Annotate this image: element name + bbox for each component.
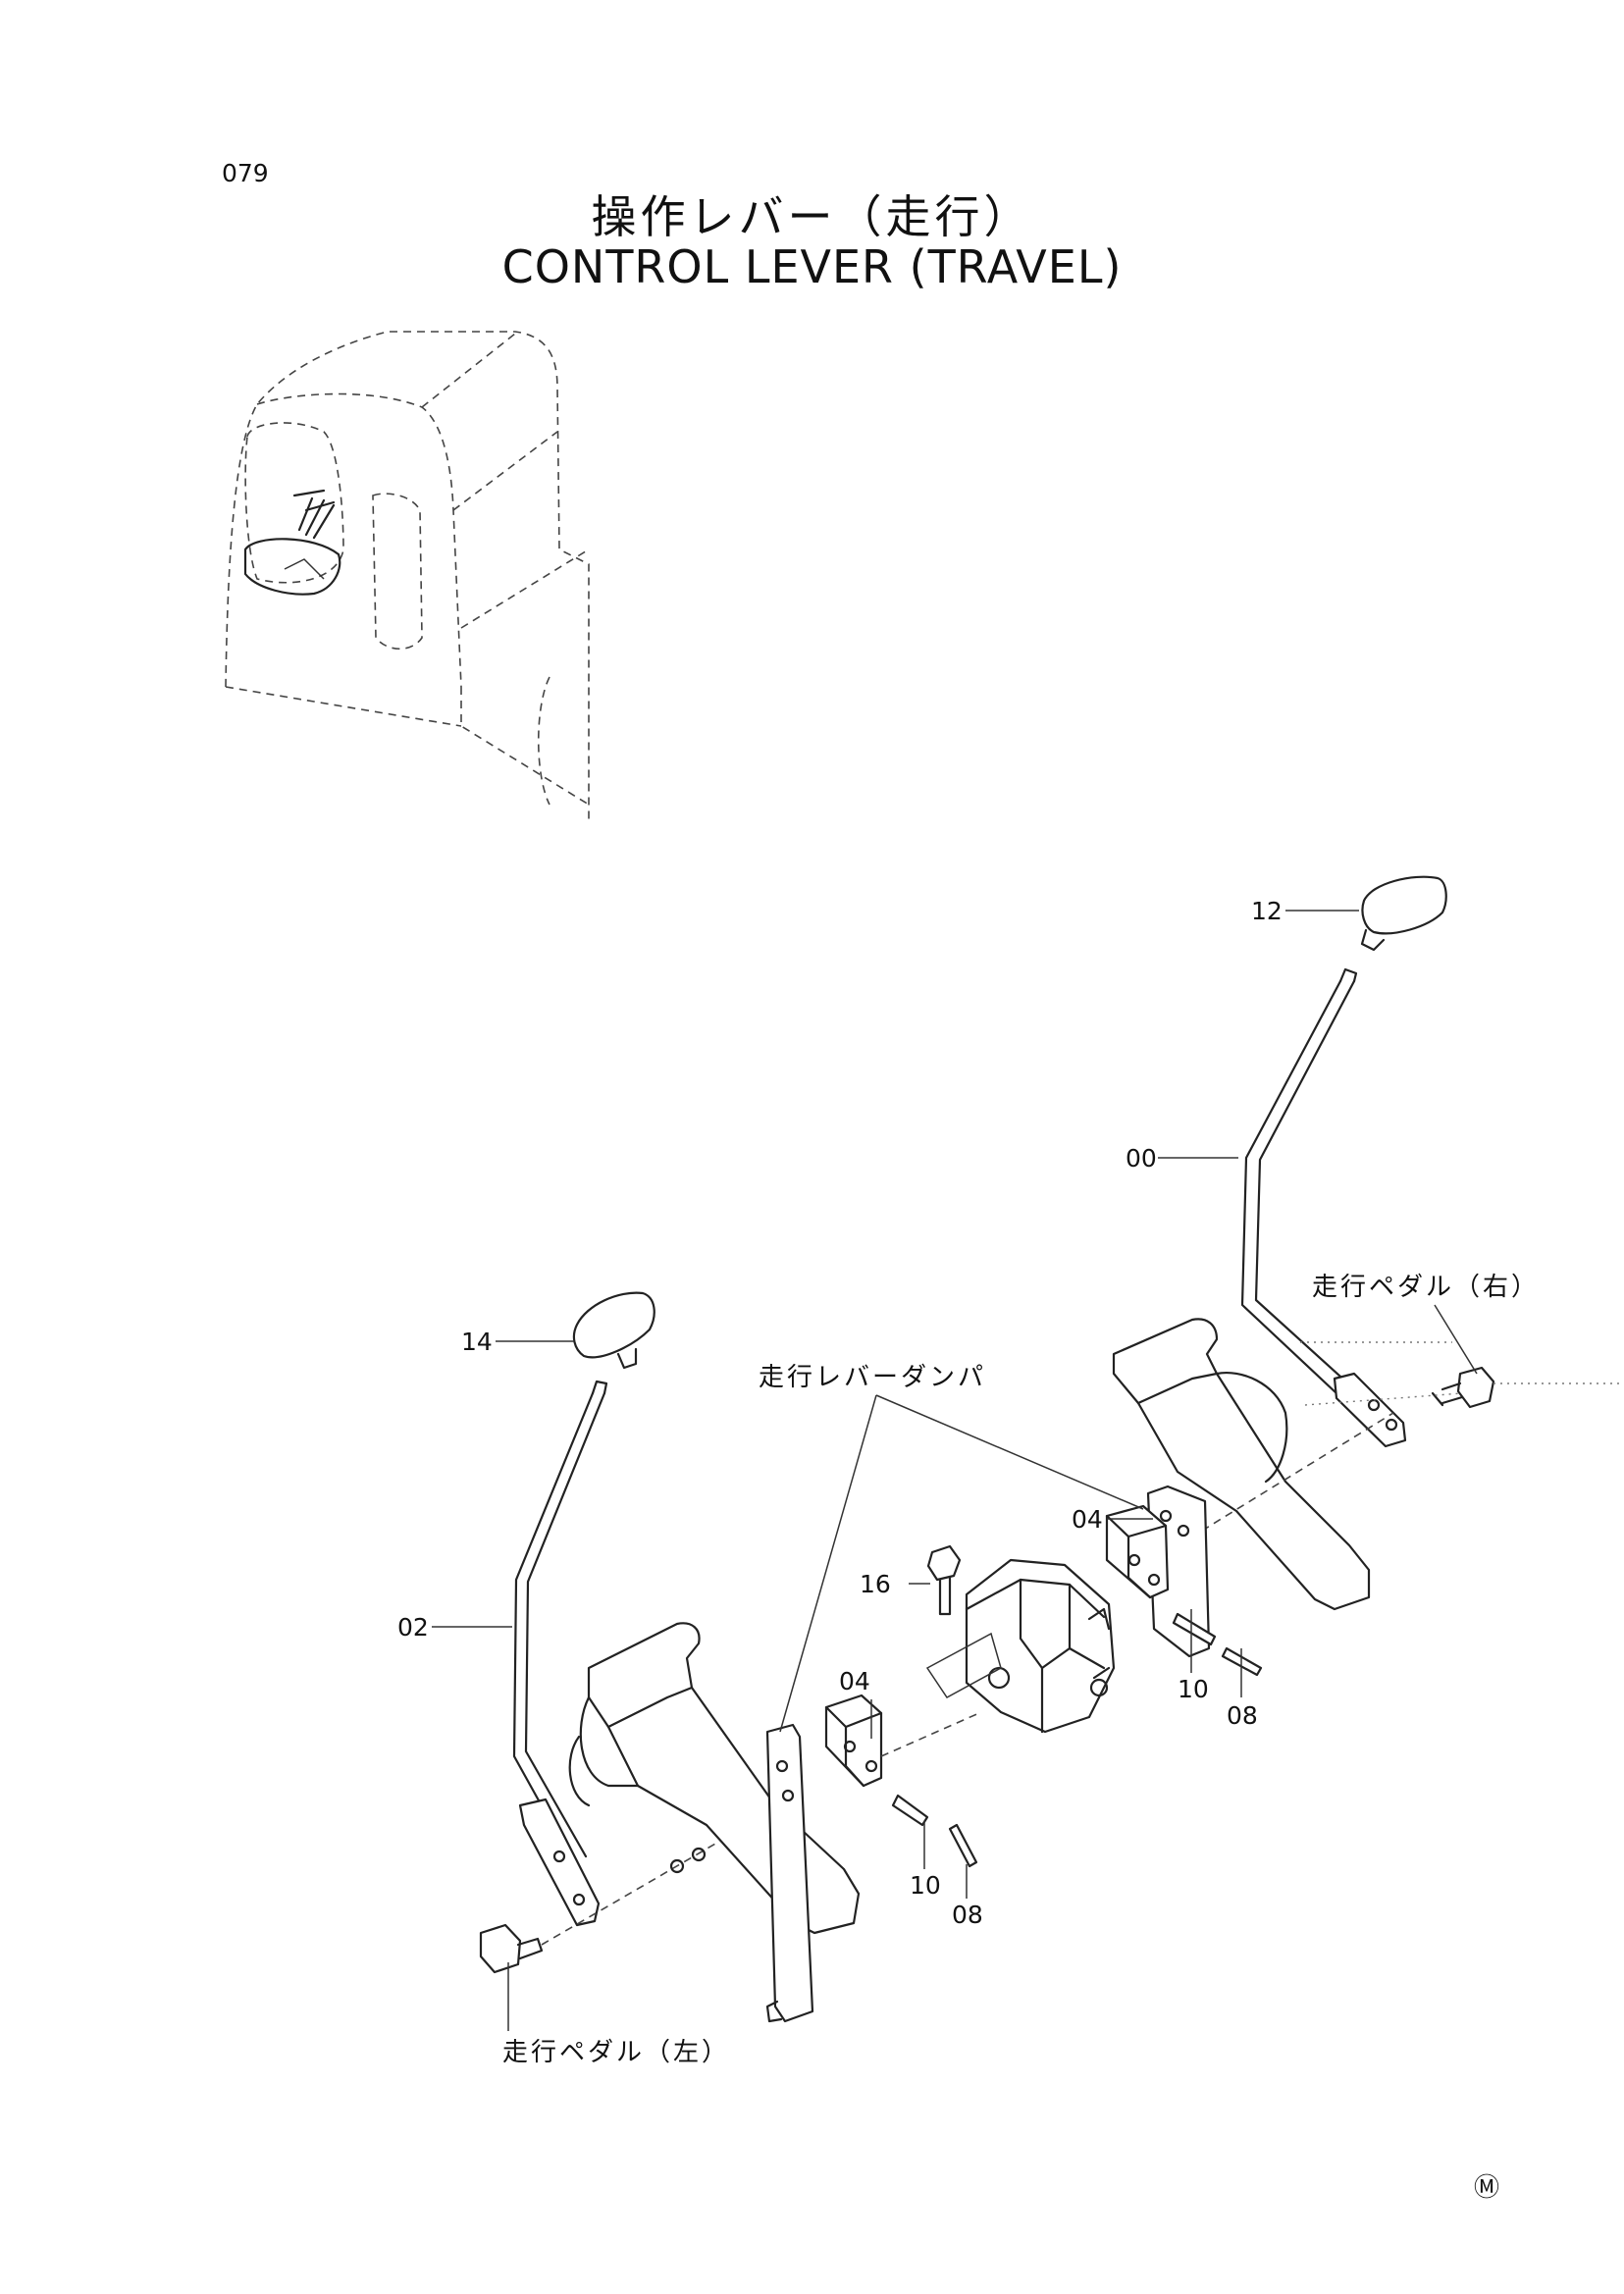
- callout-10-left: 10: [910, 1871, 941, 1900]
- corner-mark: Ⓜ: [1474, 2173, 1499, 2203]
- lever-rod-left: [512, 1391, 595, 1866]
- knob-left: [572, 1291, 655, 1359]
- label-pedal-right: 走行ペダル（右）: [1312, 1273, 1540, 1302]
- callout-16: 16: [860, 1570, 891, 1598]
- lever-rod-right: [1240, 979, 1342, 1395]
- callout-14: 14: [461, 1328, 493, 1356]
- lever-right-assembly: [1112, 875, 1619, 1611]
- damper-block-left: [824, 1694, 883, 1788]
- pedal-left: [587, 1622, 861, 1935]
- page-number: 079: [222, 159, 269, 187]
- callout-02: 02: [397, 1613, 429, 1642]
- callout-00: 00: [1126, 1144, 1157, 1173]
- knob-right: [1361, 875, 1447, 935]
- damper-assembly: [765, 1485, 1263, 2023]
- diagram-title-en: CONTROL LEVER (TRAVEL): [501, 240, 1123, 293]
- pin-right-10: [1172, 1612, 1217, 1646]
- bolt-center: [926, 1544, 962, 1582]
- valve-body: [965, 1558, 1116, 1734]
- pin-left-08: [948, 1823, 978, 1868]
- bolt-right: [1456, 1366, 1495, 1409]
- callout-08-left: 08: [952, 1901, 983, 1929]
- cab-thumbnail: [225, 331, 590, 824]
- label-pedal-left: 走行ペダル（左）: [502, 2038, 730, 2067]
- callout-04-right: 04: [1072, 1505, 1103, 1534]
- pedal-right: [1112, 1318, 1371, 1611]
- leader-lines: [432, 910, 1478, 2031]
- bolt-left: [479, 1923, 522, 1974]
- callout-12: 12: [1251, 897, 1283, 925]
- pin-left-10: [891, 1794, 929, 1827]
- callout-08-right: 08: [1227, 1701, 1258, 1730]
- callout-04-left: 04: [839, 1667, 870, 1695]
- label-lever-damper: 走行レバーダンパ: [759, 1363, 986, 1392]
- callout-10-right: 10: [1178, 1675, 1209, 1703]
- diagram-title-jp: 操作レバー（走行）: [591, 190, 1033, 243]
- damper-block-right: [1105, 1504, 1170, 1599]
